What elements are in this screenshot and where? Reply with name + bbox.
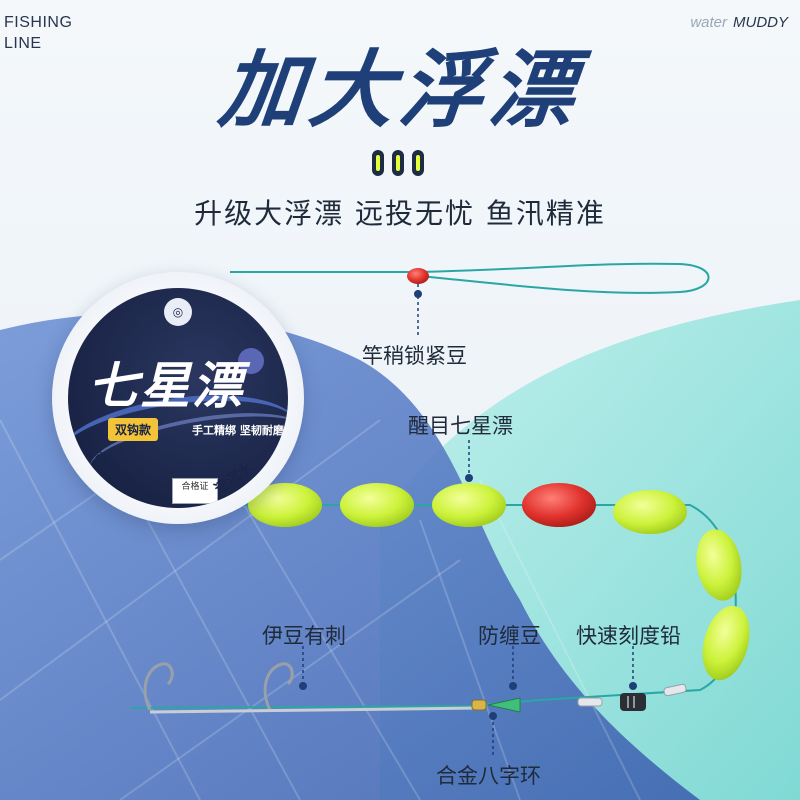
float-bead-red xyxy=(522,483,596,527)
float-bead xyxy=(613,490,687,534)
page-title: 加大浮漂 xyxy=(214,41,586,139)
certificate-tag: 合格证 xyxy=(172,478,218,504)
label-floats: 醒目七星漂 xyxy=(408,414,513,438)
callout-dot xyxy=(629,682,637,690)
leader-line xyxy=(149,706,481,714)
water-type: water MUDDY xyxy=(690,14,788,31)
subtitle: 升级大浮漂 远投无忧 鱼汛精准 xyxy=(194,197,606,230)
sleeve xyxy=(663,683,687,697)
spool-tagline: 手工精绑 坚韧耐磨 xyxy=(192,424,284,437)
label-anti-tangle: 防缠豆 xyxy=(478,624,541,648)
float-bead xyxy=(432,483,506,527)
float-bead xyxy=(248,483,322,527)
line-spool: ◎ 七星漂 双钩款 手工精绑 坚韧耐磨 合格证 强拉力 速沉水 xyxy=(52,272,304,524)
callout-lines xyxy=(302,284,634,756)
callout-dot xyxy=(489,712,497,720)
corner-text-1: FISHING xyxy=(4,14,73,31)
callout-dot xyxy=(465,474,473,482)
glow-stick-icon xyxy=(412,150,424,176)
hooks xyxy=(143,662,294,711)
label-swivel: 合金八字环 xyxy=(436,764,541,788)
decor-dot xyxy=(238,348,264,374)
sinker xyxy=(620,693,646,711)
spool-title: 七星漂 xyxy=(88,357,244,415)
top-loop-line xyxy=(230,262,710,294)
float-bead xyxy=(702,605,750,681)
callout-dot xyxy=(509,682,517,690)
water-label: water xyxy=(690,14,727,31)
spool-badge: 双钩款 xyxy=(108,418,159,441)
sleeve xyxy=(577,697,603,707)
corner-text-2: LINE xyxy=(4,35,42,52)
brand-line-text: FISHING LINE xyxy=(4,12,72,54)
float-bead xyxy=(696,529,742,601)
label-lock-bead: 竿稍锁紧豆 xyxy=(362,344,467,368)
label-sinker: 快速刻度铅 xyxy=(576,624,681,648)
glow-stick-icon xyxy=(392,150,404,176)
float-bead xyxy=(340,483,414,527)
glow-stick-icon xyxy=(372,150,384,176)
anti-tangle-bead xyxy=(487,697,521,713)
lock-bead xyxy=(407,268,429,284)
label-hook: 伊豆有刺 xyxy=(262,624,346,648)
callout-dot xyxy=(299,682,307,690)
callout-dot xyxy=(414,290,422,298)
spool-label: ◎ 七星漂 双钩款 手工精绑 坚韧耐磨 合格证 xyxy=(68,288,288,508)
water-value: MUDDY xyxy=(733,14,788,31)
swivel xyxy=(471,699,487,711)
fish-logo-icon: ◎ xyxy=(164,298,192,326)
float-icons xyxy=(372,150,424,176)
